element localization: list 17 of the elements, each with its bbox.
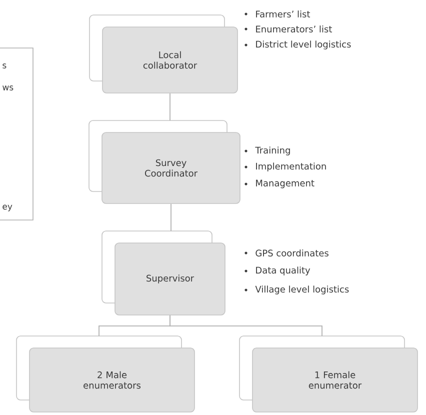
bullet-item: Implementation bbox=[244, 162, 326, 172]
bullet-item: Management bbox=[244, 180, 314, 188]
bullet-item: GPS coordinates bbox=[244, 250, 328, 256]
bullet-item: Village level logistics bbox=[244, 286, 349, 294]
bullet-item: Enumerators’ list bbox=[244, 26, 332, 32]
role-box: 1 Female enumerator bbox=[239, 336, 418, 412]
bullet-item: District level logistics bbox=[244, 40, 351, 50]
connector-line bbox=[170, 203, 172, 232]
bullet-item: Data quality bbox=[244, 266, 310, 276]
text-box: s ws ey bbox=[0, 48, 34, 220]
role-box: Local collaborator bbox=[89, 14, 238, 94]
role-box: 2 Male enumerators bbox=[16, 336, 195, 412]
bullet-item: Training bbox=[244, 146, 290, 156]
bullet-item: Farmers’ list bbox=[244, 10, 310, 18]
role-box: Survey Coordinator bbox=[88, 120, 240, 204]
connector-line bbox=[170, 314, 322, 336]
role-box: Supervisor bbox=[102, 230, 226, 316]
